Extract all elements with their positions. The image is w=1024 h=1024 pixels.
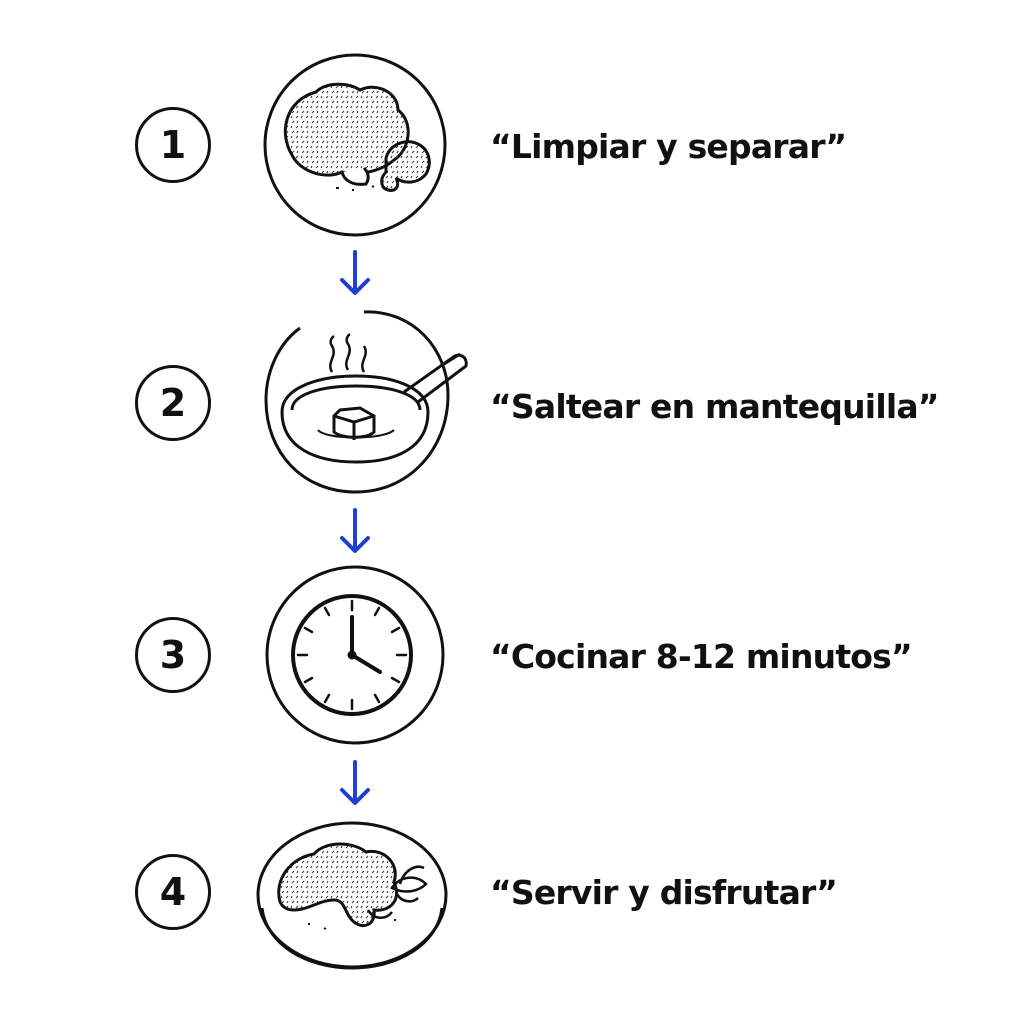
arrow-down-icon (340, 250, 370, 295)
step-3-number: 3 (135, 617, 211, 693)
step-1-label: “Limpiar y separar” (490, 127, 847, 166)
clock-icon (265, 565, 445, 745)
step-4-label: “Servir y disfrutar” (490, 873, 838, 912)
served-plate-icon (256, 821, 448, 970)
mushroom-icon (263, 53, 447, 237)
frying-pan-icon (264, 310, 468, 494)
step-2-number: 2 (135, 365, 211, 441)
step-2-label: “Saltear en mantequilla” (490, 387, 940, 426)
arrow-down-icon (340, 760, 370, 805)
arrow-down-icon (340, 508, 370, 553)
step-4-number: 4 (135, 854, 211, 930)
step-3-label: “Cocinar 8-12 minutos” (490, 637, 913, 676)
step-1-number: 1 (135, 107, 211, 183)
